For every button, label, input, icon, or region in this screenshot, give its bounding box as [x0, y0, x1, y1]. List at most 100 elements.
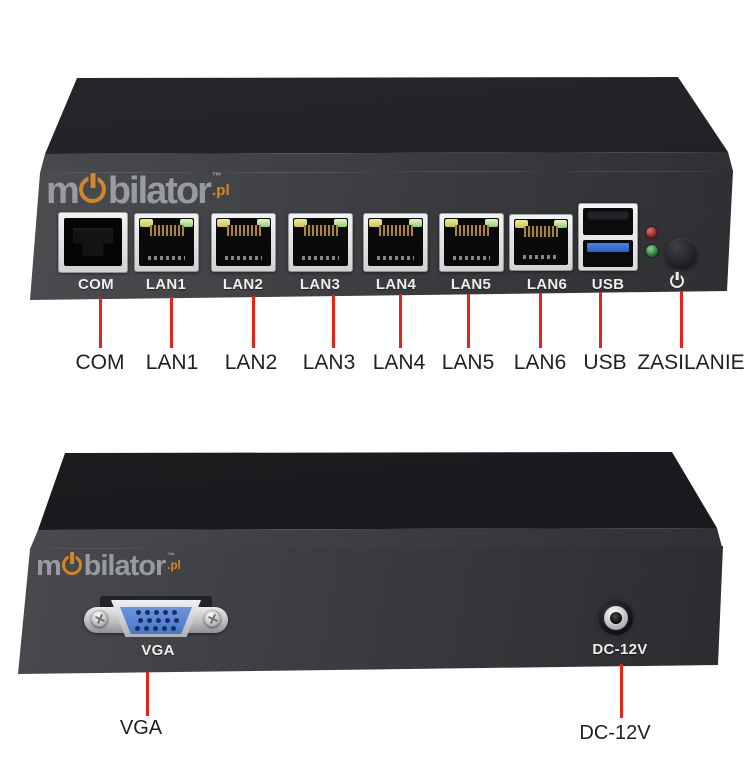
rj45-pins: [524, 226, 558, 237]
link-led-yellow-icon: [140, 219, 153, 227]
usb3-port: [583, 240, 633, 267]
usb2-port: [583, 208, 633, 235]
vga-pin: [170, 626, 176, 631]
vga-pin: [173, 618, 179, 623]
lan2-port: [211, 213, 276, 272]
callout-line-lan6: [539, 293, 542, 348]
vga-pin: [152, 626, 158, 631]
callout-label-lan1: LAN1: [145, 351, 199, 374]
vga-pin: [153, 610, 159, 615]
brand-logo-prefix: m: [46, 170, 80, 212]
link-led-green-icon: [180, 219, 193, 227]
vga-pin: [146, 618, 152, 623]
lan4-port: [363, 213, 428, 272]
callout-label-usb: USB: [583, 351, 627, 374]
vga-pin: [171, 610, 177, 615]
rj45-pins: [378, 225, 413, 236]
port-label-com: COM: [78, 276, 114, 293]
port-label-lan5: LAN5: [450, 276, 492, 293]
link-led-green-icon: [485, 219, 498, 227]
port-label-lan6: LAN6: [526, 276, 568, 293]
link-led-green-icon: [257, 219, 270, 227]
screw-icon: [204, 610, 221, 627]
vga-pin: [162, 610, 168, 615]
link-led-yellow-icon: [217, 219, 230, 227]
callout-line-com: [99, 298, 102, 348]
link-led-yellow-icon: [445, 219, 458, 227]
vga-pin: [135, 610, 141, 615]
callout-label-lan6: LAN6: [513, 351, 567, 374]
rj45-contacts: [453, 256, 490, 260]
link-led-yellow-icon: [515, 220, 528, 228]
lan5-port: [439, 213, 504, 272]
rj45-contacts: [377, 256, 414, 260]
rj45-pins: [303, 225, 338, 236]
vga-pin: [155, 618, 161, 623]
dc-jack-hole: [610, 612, 622, 624]
power-button: [666, 238, 697, 269]
callout-label-dc: DC-12V: [579, 722, 651, 744]
callout-label-vga: VGA: [119, 717, 163, 739]
port-label-usb: USB: [591, 276, 625, 293]
callout-line-vga: [146, 672, 149, 716]
callout-line-lan5: [467, 294, 470, 348]
callout-line-lan3: [332, 295, 335, 348]
rj45-cavity: [139, 218, 194, 266]
vga-port: [84, 596, 228, 640]
com-port: [58, 212, 128, 273]
lan1-port: [134, 213, 199, 272]
rj45-contacts: [225, 256, 262, 260]
rj45-cavity: [514, 219, 568, 265]
callout-line-lan1: [170, 297, 173, 348]
brand-logo-tld: .pl: [167, 559, 181, 573]
vga-socket: [120, 607, 192, 634]
trademark-symbol: ™: [211, 171, 222, 182]
vga-pin: [164, 618, 170, 623]
port-label-lan4: LAN4: [375, 276, 417, 293]
trademark-symbol: ™: [167, 551, 175, 560]
brand-logo-suffix: bilator: [107, 170, 212, 212]
vga-pin: [137, 618, 143, 623]
rj45-cavity: [368, 218, 423, 266]
callout-line-lan4: [399, 294, 402, 348]
rj45-cavity: [293, 218, 348, 266]
rj45-pins: [454, 225, 489, 236]
rj45-contacts: [302, 256, 339, 260]
lan6-port: [509, 214, 573, 271]
port-label-lan1: LAN1: [145, 276, 187, 293]
com-port-cavity: [64, 218, 122, 266]
dc-power-jack: [599, 601, 633, 635]
brand-logo-suffix: bilator: [83, 550, 167, 582]
screw-icon: [91, 610, 108, 627]
vga-pin: [144, 610, 150, 615]
vga-pin-row: [120, 626, 191, 631]
brand-logo-tld: .pl: [211, 181, 230, 199]
brand-logo-prefix: m: [36, 550, 62, 582]
rj45-contacts: [148, 256, 185, 260]
power-icon: [79, 176, 107, 204]
callout-label-com: COM: [75, 351, 125, 374]
status-led-red: [646, 227, 657, 238]
power-symbol-icon: [670, 272, 684, 288]
callout-label-lan2: LAN2: [224, 351, 278, 374]
usb3-tongue: [587, 243, 629, 252]
callout-line-usb: [599, 292, 602, 348]
power-icon: [61, 554, 83, 576]
link-led-green-icon: [409, 219, 422, 227]
vga-pin: [161, 626, 167, 631]
rj45-pins: [149, 225, 184, 236]
callout-line-power: [680, 291, 683, 348]
rj45-contacts: [523, 255, 559, 259]
vga-pin: [134, 626, 140, 631]
callout-line-dc: [620, 664, 623, 718]
link-led-green-icon: [554, 220, 567, 228]
rj45-cavity: [444, 218, 499, 266]
vga-pin: [143, 626, 149, 631]
link-led-yellow-icon: [369, 219, 382, 227]
callout-label-lan5: LAN5: [441, 351, 495, 374]
